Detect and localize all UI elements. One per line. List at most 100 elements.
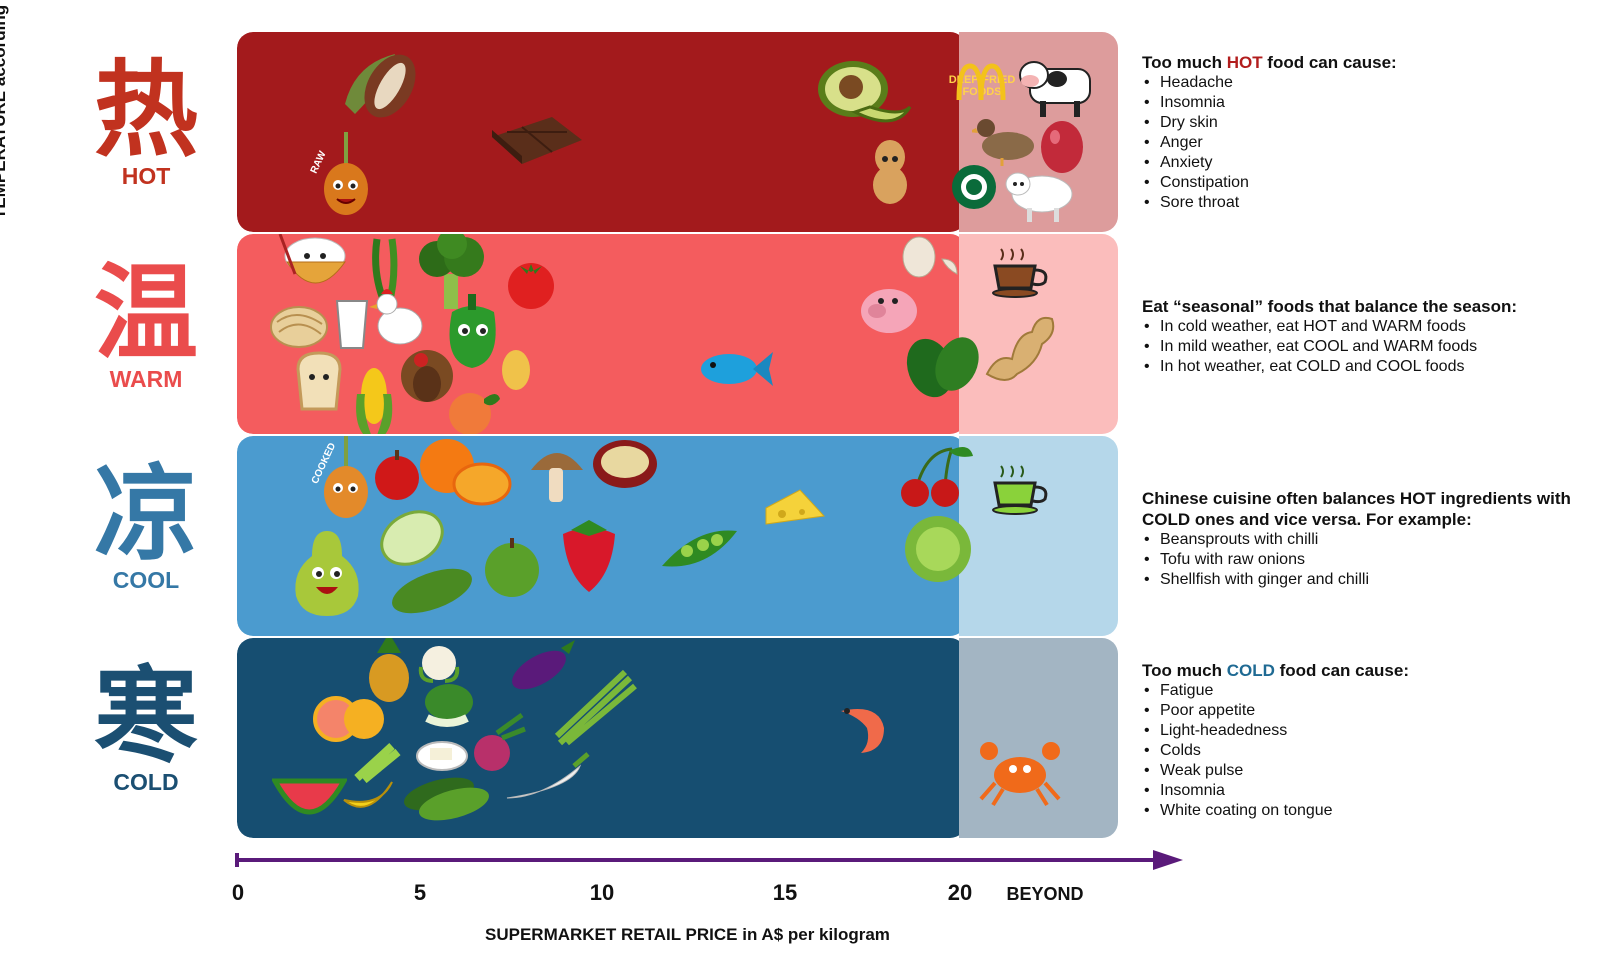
peach-icon — [449, 393, 500, 434]
tomato-icon — [508, 263, 554, 309]
category-cold-chinese: 寒 — [93, 655, 198, 777]
band-hot: RAW DEEP-FRIED FOODS — [237, 32, 1118, 232]
list-item: Beansprouts with chilli — [1142, 530, 1587, 550]
peanut-icon — [873, 140, 907, 204]
cow-icon — [1019, 61, 1091, 117]
category-cold-label: COLD — [113, 769, 179, 795]
category-cool: 凉 COOL — [82, 459, 210, 594]
list-item: Anxiety — [1142, 153, 1592, 173]
asparagus-icon — [555, 669, 637, 746]
lamb-icon — [1005, 172, 1073, 222]
pear-icon — [295, 531, 359, 616]
category-cool-chinese: 凉 — [93, 453, 198, 575]
pea-pod-icon — [662, 530, 737, 567]
note-seasonal-heading: Eat “seasonal” foods that balance the se… — [1142, 297, 1518, 316]
category-warm-chinese: 温 — [93, 252, 198, 374]
ginger-icon — [985, 316, 1055, 381]
band-cold-beyond — [959, 638, 1118, 838]
rice-bowl-icon — [278, 234, 346, 284]
category-cool-label: COOL — [112, 567, 180, 593]
note-seasonal: Eat “seasonal” foods that balance the se… — [1142, 296, 1592, 377]
orange-icon — [420, 439, 512, 506]
list-item: White coating on tongue — [1142, 801, 1592, 821]
note-hot-heading: Too much HOT food can cause: — [1142, 53, 1397, 72]
x-tick-5: 5 — [413, 880, 427, 905]
list-item: Tofu with raw onions — [1142, 550, 1587, 570]
miso-soup-icon — [593, 440, 657, 488]
list-item: Fatigue — [1142, 681, 1592, 701]
radish-icon — [474, 713, 526, 771]
note-cold-list: Fatigue Poor appetite Light-headedness C… — [1142, 681, 1592, 821]
green-apple-icon — [485, 538, 539, 597]
note-hot: Too much HOT food can cause: Headache In… — [1142, 52, 1592, 213]
eggplant-icon — [512, 640, 575, 690]
list-item: Constipation — [1142, 173, 1592, 193]
list-item: Sore throat — [1142, 193, 1592, 213]
cherries-icon — [901, 447, 973, 507]
watermelon-icon — [272, 778, 347, 815]
note-cuisine: Chinese cuisine often balances HOT ingre… — [1142, 488, 1587, 590]
list-item: Poor appetite — [1142, 701, 1592, 721]
celery-icon — [354, 743, 401, 783]
note-cuisine-list: Beansprouts with chilli Tofu with raw on… — [1142, 530, 1587, 590]
spinach-icon — [906, 337, 979, 398]
band-cool-beyond — [959, 436, 1118, 636]
category-cold: 寒 COLD — [82, 661, 210, 796]
pineapple-icon — [369, 638, 409, 702]
band-cold — [237, 638, 1118, 838]
duck-icon — [972, 119, 1034, 166]
note-hot-highlight: HOT — [1226, 53, 1263, 72]
bok-choy-icon — [425, 684, 473, 727]
egg-icon — [502, 350, 530, 390]
onion-raw-icon — [324, 132, 368, 215]
bread-slice-icon — [296, 351, 342, 411]
note-hot-list: Headache Insomnia Dry skin Anger Anxiety… — [1142, 73, 1592, 213]
note-cold-highlight: COLD — [1226, 661, 1275, 680]
x-axis: 0 5 10 15 20 BEYOND — [231, 850, 1185, 930]
tofu-bowl-icon — [416, 741, 468, 771]
list-item: In mild weather, eat COOL and WARM foods — [1142, 337, 1592, 357]
cheese-icon — [765, 489, 826, 525]
rooster-icon — [369, 289, 423, 345]
note-seasonal-list: In cold weather, eat HOT and WARM foods … — [1142, 317, 1592, 377]
x-tick-0: 0 — [231, 880, 245, 905]
noodles-icon — [270, 306, 328, 348]
grapefruit-icon — [313, 696, 384, 742]
onion-cooked-icon — [324, 436, 368, 518]
bitter-melon-icon — [392, 568, 472, 614]
list-item: Colds — [1142, 741, 1592, 761]
list-item: Headache — [1142, 73, 1592, 93]
x-tick-10: 10 — [589, 880, 615, 905]
cauliflower-icon — [418, 646, 460, 683]
note-cold: Too much COLD food can cause: Fatigue Po… — [1142, 660, 1592, 821]
pig-icon — [861, 289, 917, 333]
list-item: Light-headedness — [1142, 721, 1592, 741]
category-hot-chinese: 热 — [93, 49, 198, 171]
list-item: Insomnia — [1142, 93, 1592, 113]
note-cuisine-heading: Chinese cuisine often balances HOT ingre… — [1142, 489, 1571, 529]
starbucks-logo-icon — [952, 165, 996, 209]
list-item: In cold weather, eat HOT and WARM foods — [1142, 317, 1592, 337]
red-apple-icon — [375, 450, 419, 500]
shrimp-icon — [841, 708, 884, 753]
x-axis-label: SUPERMARKET RETAIL PRICE in A$ per kilog… — [485, 925, 890, 944]
list-item: Anger — [1142, 133, 1592, 153]
cocoa-pod-icon — [345, 54, 416, 118]
band-cool: COOKED — [237, 436, 1118, 636]
x-axis-arrow — [235, 850, 1183, 870]
list-item: Shellfish with ginger and chilli — [1142, 570, 1587, 590]
category-warm-label: WARM — [109, 366, 183, 392]
category-hot: 热 HOT — [82, 55, 210, 190]
lychee-icon — [1041, 121, 1083, 173]
green-tea-cup-icon — [992, 465, 1048, 515]
coffee-cup-icon — [992, 248, 1048, 298]
band-warm — [237, 234, 1118, 434]
category-hot-label: HOT — [121, 163, 171, 189]
zucchini-icon — [404, 777, 489, 821]
fish-icon — [701, 352, 773, 386]
strawberry-icon — [563, 520, 615, 592]
mushroom-icon — [531, 453, 583, 502]
broccoli-icon — [419, 234, 484, 309]
napa-cabbage-icon — [380, 510, 444, 566]
avocado-icon — [818, 61, 912, 123]
